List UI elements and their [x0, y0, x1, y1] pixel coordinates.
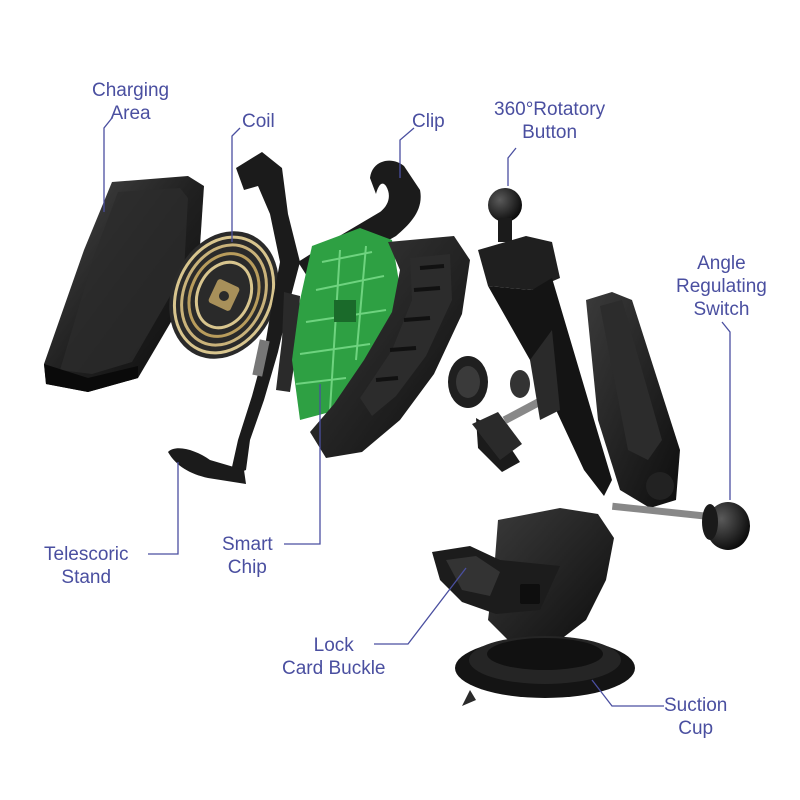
suction-cup-illustration	[455, 636, 635, 706]
rotatory-arm	[478, 188, 612, 496]
label-smart-chip: Smart Chip	[222, 533, 273, 579]
label-rotatory-button: 360°Rotatory Button	[494, 98, 605, 144]
label-coil-line1: Coil	[242, 111, 275, 132]
leader-clip	[399, 127, 415, 178]
base-mount	[432, 508, 614, 644]
label-angle-line1: Angle	[697, 253, 746, 274]
label-clip: Clip	[412, 110, 445, 133]
leader-suction-cup	[591, 679, 664, 707]
label-smart-chip-line1: Smart	[222, 534, 273, 555]
label-telescoric-line1: Telescoric	[44, 544, 129, 565]
label-lock-line1: Lock	[313, 635, 354, 656]
leader-lock-buckle	[374, 567, 467, 645]
charging-pad	[44, 176, 204, 392]
label-charging-area: Charging Area	[92, 79, 169, 125]
main-housing	[310, 236, 470, 458]
leader-rotatory	[507, 147, 517, 186]
label-charging-area-line2: Area	[110, 103, 151, 124]
label-suction-line2: Cup	[678, 718, 714, 739]
label-suction-line1: Suction	[664, 695, 728, 716]
label-angle-switch: Angle Regulating Switch	[676, 252, 767, 321]
leader-smart-chip	[284, 384, 321, 545]
label-clip-line1: Clip	[412, 111, 445, 132]
coil-illustration	[169, 231, 279, 359]
leader-lines	[103, 117, 731, 707]
label-rotatory-line2: Button	[522, 122, 578, 143]
angle-switch-screw	[611, 502, 750, 550]
ring-knob	[448, 356, 546, 472]
label-suction-cup: Suction Cup	[664, 694, 727, 740]
extension-arm	[586, 292, 680, 508]
label-lock-buckle: Lock Card Buckle	[282, 634, 386, 680]
label-telescoric-stand: Telescoric Stand	[44, 543, 128, 589]
label-smart-chip-line2: Chip	[227, 557, 267, 578]
leader-angle-switch	[721, 321, 731, 500]
label-angle-line3: Switch	[693, 299, 750, 320]
leader-coil	[231, 127, 241, 242]
label-charging-area-line1: Charging	[92, 80, 170, 101]
label-lock-line2: Card Buckle	[282, 658, 386, 679]
leader-telescoric	[148, 462, 179, 555]
label-angle-line2: Regulating	[676, 276, 767, 297]
smart-chip-board	[292, 228, 402, 420]
label-telescoric-line2: Stand	[61, 567, 112, 588]
leader-charging-area	[103, 117, 113, 212]
label-rotatory-line1: 360°Rotatory	[494, 99, 606, 120]
label-coil: Coil	[242, 110, 275, 133]
